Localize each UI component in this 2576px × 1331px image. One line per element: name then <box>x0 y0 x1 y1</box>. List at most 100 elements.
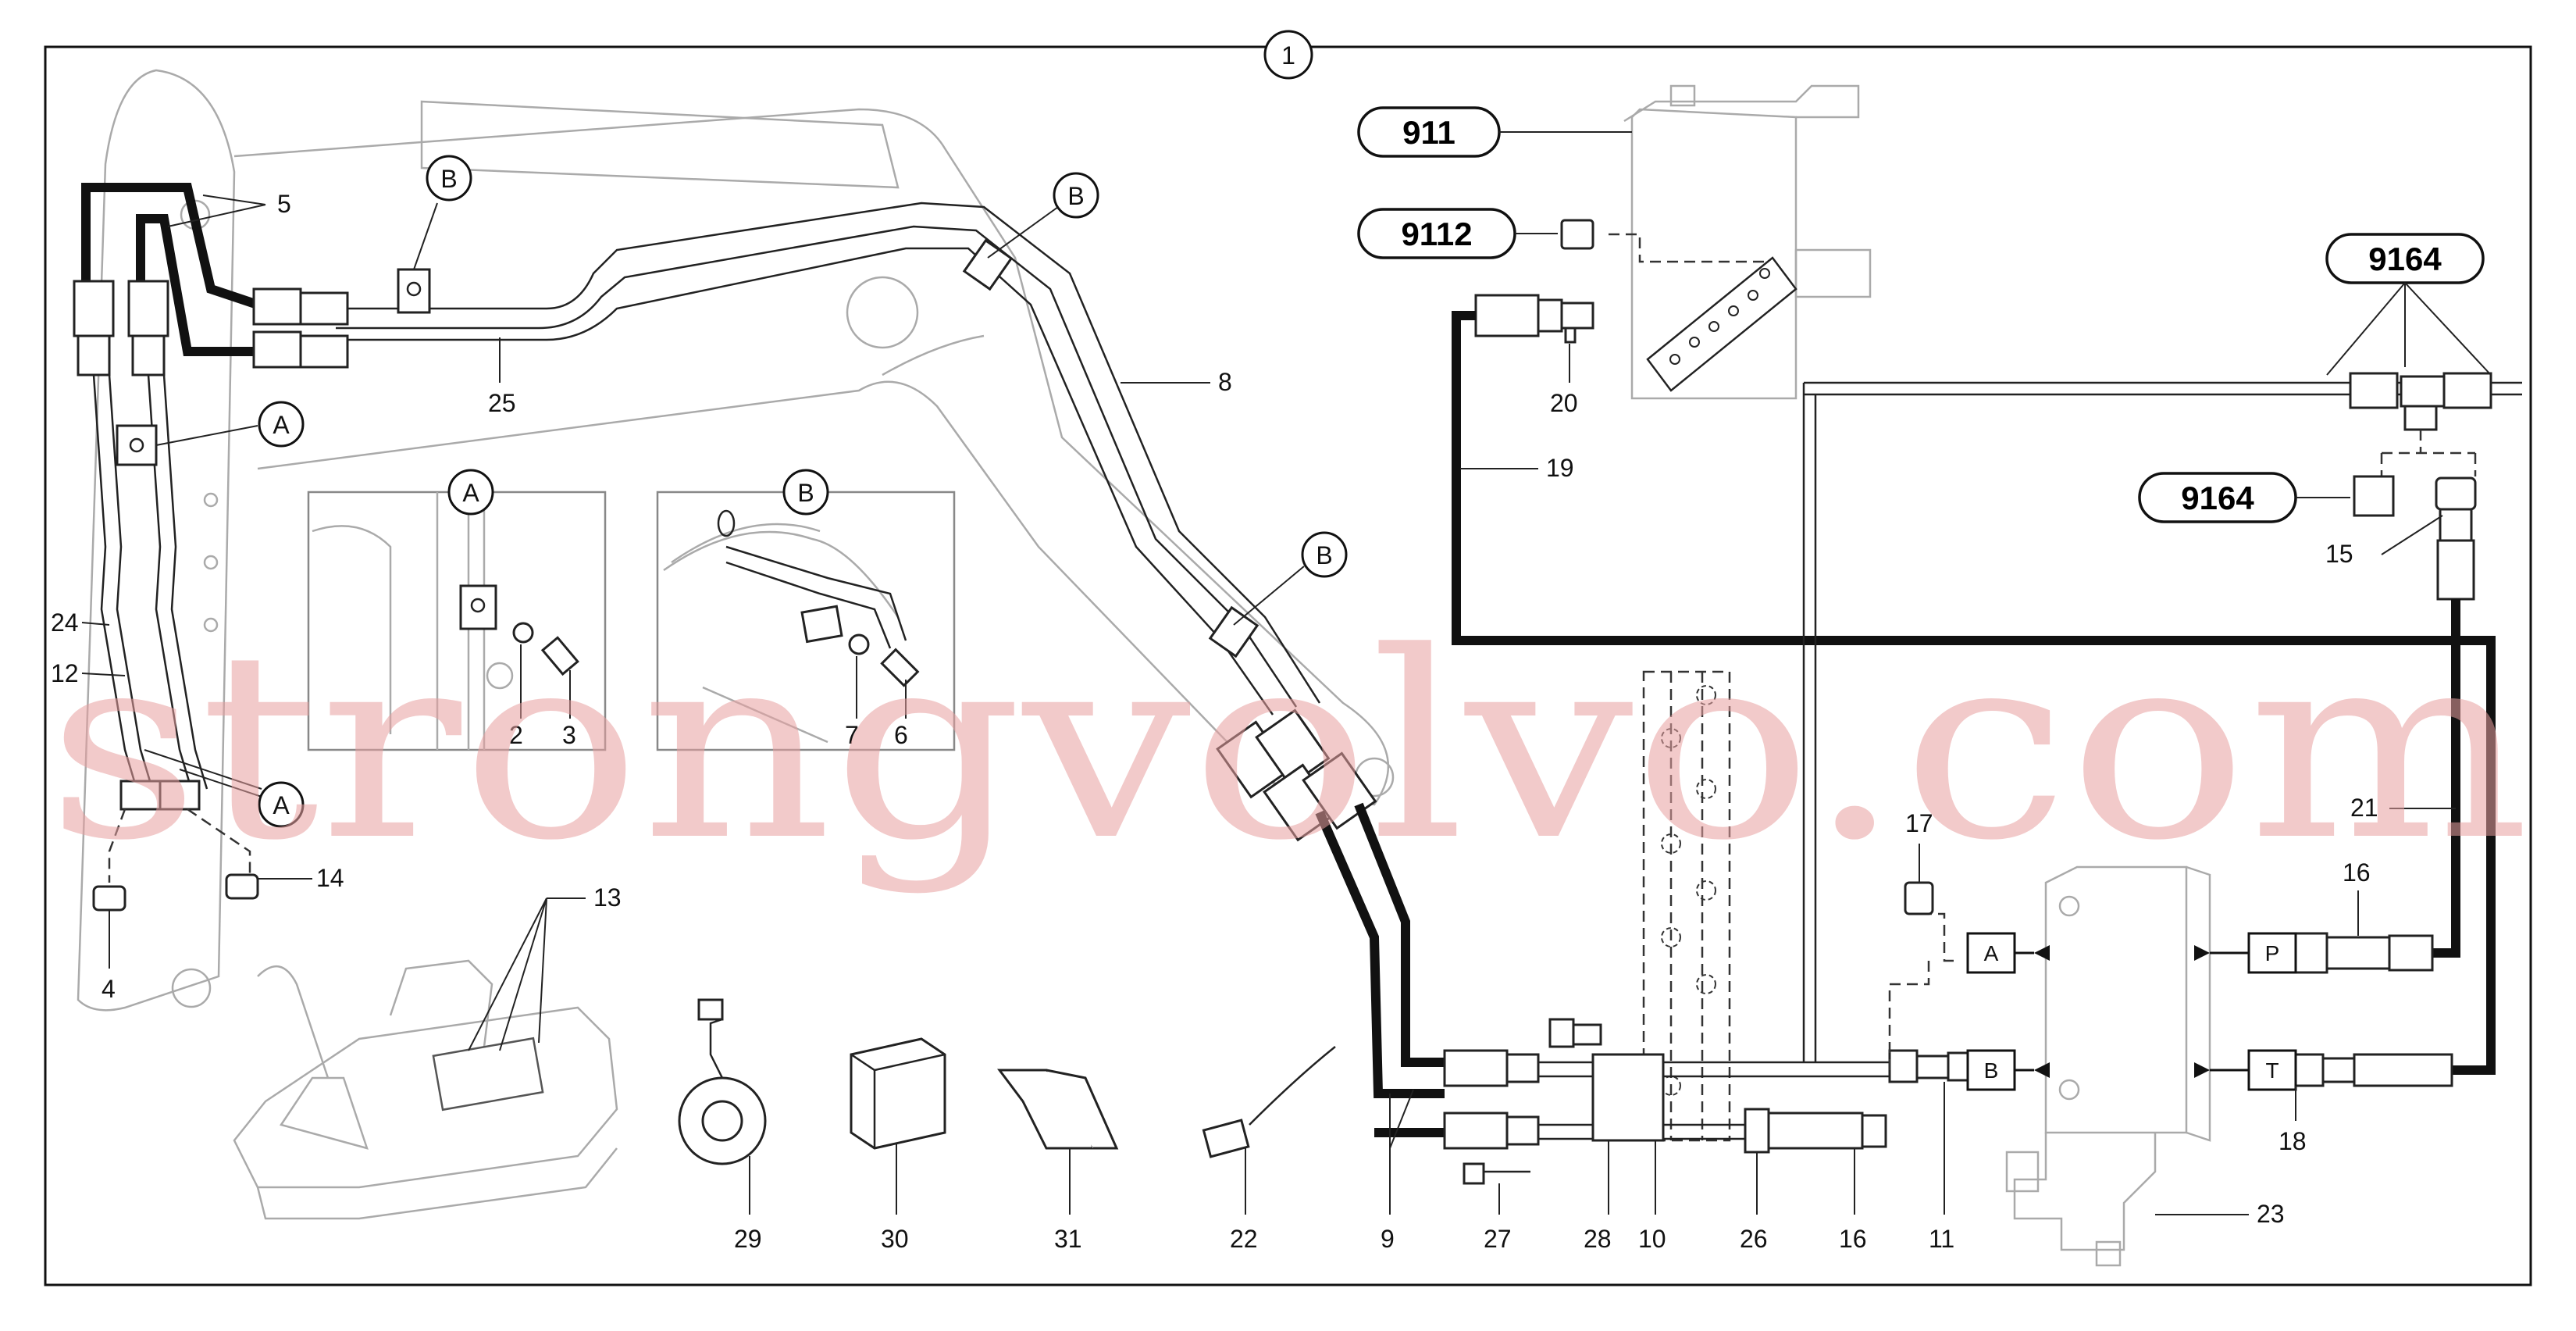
part-label-13: 13 <box>547 883 622 912</box>
svg-text:4: 4 <box>102 975 116 1003</box>
part-label-25: 25 <box>488 337 516 417</box>
svg-text:26: 26 <box>1740 1225 1768 1253</box>
part-label-27: 27 <box>1484 1183 1512 1253</box>
pill-9112: 9112 <box>1357 208 1594 259</box>
svg-text:2: 2 <box>509 721 523 749</box>
svg-text:A: A <box>273 411 290 439</box>
svg-text:25: 25 <box>488 389 516 417</box>
pipe-9164-line <box>1802 372 2522 1062</box>
port-t: T <box>2247 1049 2297 1091</box>
part-label-2: 2 <box>509 721 523 749</box>
part-label-16a: 16 <box>2343 858 2371 936</box>
part-label-26: 26 <box>1740 1152 1768 1253</box>
part-31-manual <box>997 1069 1119 1215</box>
part-label-11: 11 <box>1929 1082 1954 1253</box>
svg-text:8: 8 <box>1218 368 1232 396</box>
svg-text:23: 23 <box>2257 1200 2285 1228</box>
part-label-14: 14 <box>258 864 344 892</box>
part-label-8: 8 <box>1121 368 1232 396</box>
part-label-23: 23 <box>2155 1200 2285 1228</box>
part-label-20: 20 <box>1550 344 1578 417</box>
svg-text:B: B <box>440 165 457 193</box>
ref-marker-b2: B <box>987 172 1099 259</box>
svg-text:5: 5 <box>277 190 291 218</box>
ref-marker-b1: B <box>413 155 472 270</box>
svg-text:11: 11 <box>1929 1225 1954 1253</box>
port-a: A <box>1966 932 2016 974</box>
svg-text:22: 22 <box>1230 1225 1258 1253</box>
svg-text:P: P <box>2265 941 2280 965</box>
svg-text:A: A <box>462 479 479 507</box>
pill-911: 911 <box>1357 106 1632 158</box>
part-label-17: 17 <box>1905 809 1933 883</box>
part-label-3: 3 <box>562 721 576 749</box>
svg-text:27: 27 <box>1484 1225 1512 1253</box>
part-label-5: 5 <box>167 190 291 227</box>
part-22-connector <box>1202 1046 1336 1215</box>
svg-text:7: 7 <box>845 721 859 749</box>
part-label-19: 19 <box>1460 454 1574 482</box>
hose-21 <box>2432 476 2477 958</box>
svg-text:20: 20 <box>1550 389 1578 417</box>
hose-9 <box>1216 708 1445 1137</box>
part-label-31: 31 <box>1054 1225 1082 1253</box>
svg-text:9112: 9112 <box>1401 216 1472 252</box>
svg-text:B: B <box>1067 182 1084 210</box>
ref-marker-a2: A <box>144 749 305 828</box>
pill-9164-top: 9164 <box>2325 233 2492 376</box>
detail-view-b <box>656 491 956 751</box>
svg-text:21: 21 <box>2350 794 2378 822</box>
svg-text:15: 15 <box>2325 540 2353 568</box>
part-label-7: 7 <box>845 721 859 749</box>
svg-text:16: 16 <box>1839 1225 1867 1253</box>
part-label-22: 22 <box>1230 1225 1258 1253</box>
svg-text:18: 18 <box>2278 1127 2307 1155</box>
svg-text:T: T <box>2265 1058 2278 1083</box>
part-label-16b: 16 <box>1839 1148 1867 1253</box>
svg-text:3: 3 <box>562 721 576 749</box>
header-callout: 1 <box>1263 30 1313 80</box>
svg-text:B: B <box>1316 541 1332 569</box>
detail-view-a <box>307 491 607 751</box>
svg-text:9164: 9164 <box>2181 480 2254 516</box>
boom-pipe-8 <box>336 202 1321 715</box>
ref-marker-a1: A <box>155 401 305 448</box>
svg-text:B: B <box>1984 1058 1999 1083</box>
part-label-15: 15 <box>2325 515 2443 568</box>
watermark: strongvolvo.com <box>47 597 2530 897</box>
part-label-4: 4 <box>102 910 116 1003</box>
lower-pipe-assembly <box>1443 881 1969 1185</box>
svg-text:9164: 9164 <box>2368 241 2442 277</box>
part-label-6: 6 <box>894 721 908 749</box>
svg-text:10: 10 <box>1638 1225 1666 1253</box>
bracket-10 <box>1642 670 1731 1142</box>
svg-text:1: 1 <box>1281 41 1295 70</box>
svg-text:13: 13 <box>593 883 622 912</box>
part-label-18: 18 <box>2278 1086 2307 1155</box>
svg-text:30: 30 <box>881 1225 909 1253</box>
svg-text:31: 31 <box>1054 1225 1082 1253</box>
svg-text:29: 29 <box>734 1225 762 1253</box>
part-29-horn <box>678 998 767 1215</box>
svg-text:28: 28 <box>1584 1225 1612 1253</box>
svg-text:9: 9 <box>1381 1225 1395 1253</box>
svg-text:A: A <box>273 791 290 819</box>
part-label-10: 10 <box>1638 1140 1666 1253</box>
hose-5 <box>73 183 431 376</box>
part-label-12: 12 <box>51 659 126 687</box>
control-console <box>233 897 618 1220</box>
detail-label-b: B <box>782 469 829 516</box>
part-label-9: 9 <box>1381 1089 1414 1253</box>
svg-text:17: 17 <box>1905 809 1933 837</box>
part-30-relay <box>850 1037 946 1215</box>
part-label-29: 29 <box>734 1225 762 1253</box>
port-b: B <box>1966 1049 2016 1091</box>
svg-text:6: 6 <box>894 721 908 749</box>
svg-text:19: 19 <box>1546 454 1574 482</box>
pill-9164-mid: 9164 <box>2138 472 2395 523</box>
svg-text:12: 12 <box>51 659 79 687</box>
valve-block <box>1999 865 2453 1267</box>
part-label-28: 28 <box>1584 1140 1612 1253</box>
